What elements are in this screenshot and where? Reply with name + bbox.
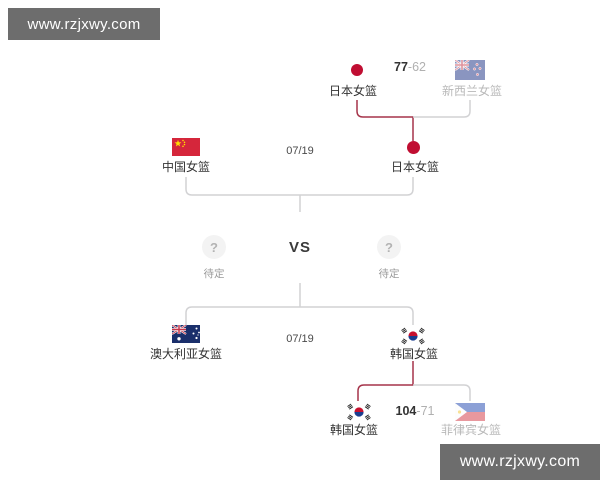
qf2-winner-name: 韩国女篮 [329,423,379,437]
qf1-score: 77-62 [394,60,426,74]
final-right-tbd: 待定 [378,268,400,280]
qf1-loser-name: 新西兰女篮 [441,84,503,98]
final-left-placeholder-icon: ? [202,235,226,259]
qf2-loser-name: 菲律宾女篮 [440,423,502,437]
vs-label: VS [288,239,312,256]
qf2-score-separator: - [416,404,421,418]
south-korea-flag-icon [400,327,426,345]
final-left-tbd: 待定 [203,268,225,280]
qf2-score: 104-71 [396,404,435,418]
sf2-left-name: 澳大利亚女篮 [149,347,223,361]
final-right-placeholder-icon: ? [377,235,401,259]
qf2-winner-score: 104 [395,404,417,418]
watermark-bottom-right: www.rzjxwy.com [440,444,600,480]
sf1-date: 07/19 [286,145,314,157]
qf1-score-separator: - [407,60,413,74]
qf1-loser-line [413,100,471,118]
qf1-winner-score: 77 [394,60,408,74]
japan-flag-icon [351,64,363,76]
question-mark: ? [210,239,218,255]
philippines-flag-icon [455,403,485,421]
watermark-top-left: www.rzjxwy.com [8,8,160,40]
qf1-winner-name: 日本女篮 [328,84,378,98]
qf2-loser-score: 71 [420,404,435,418]
qf2-loser-line [413,384,471,401]
question-mark: ? [385,239,393,255]
qf1-winner-line [356,100,414,141]
china-flag-icon [172,138,200,156]
south-korea-flag-icon [346,403,372,421]
qf2-winner-line [357,361,414,401]
sf2-right-name: 韩国女篮 [389,347,439,361]
sf1-bracket-line [185,177,414,212]
final-bracket-line [185,283,414,325]
sf1-right-name: 日本女篮 [390,160,440,174]
qf1-loser-score: 62 [412,60,426,74]
australia-flag-icon [172,325,200,343]
sf2-date: 07/19 [286,333,314,345]
japan-flag-icon [407,141,420,154]
new-zealand-flag-icon [455,60,485,80]
sf1-left-name: 中国女篮 [161,160,211,174]
